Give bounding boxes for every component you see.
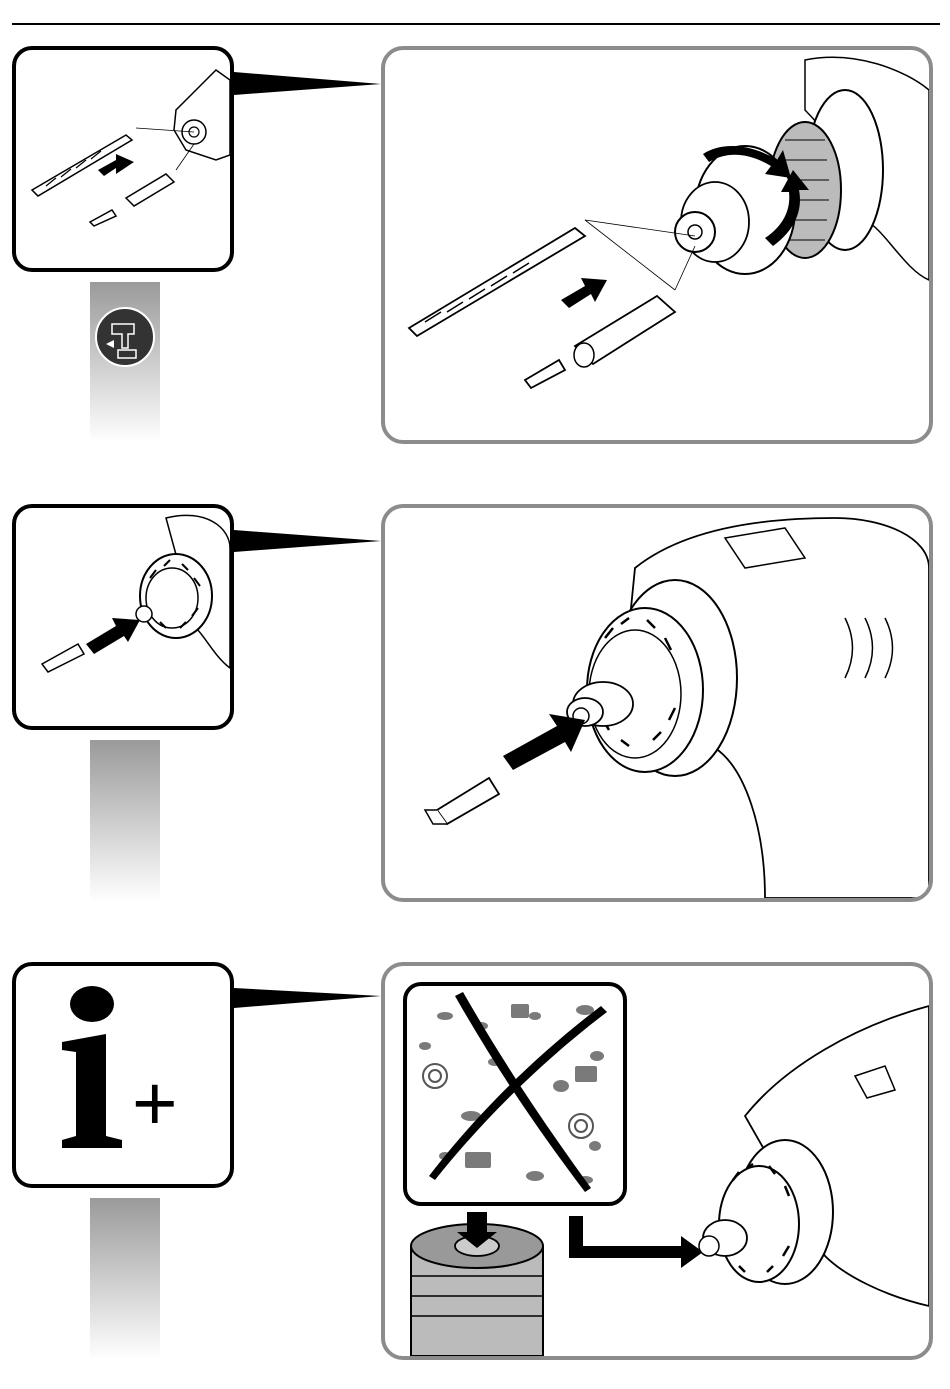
step-1-thumbnail-illustration	[16, 50, 230, 268]
step-3-detail	[381, 962, 933, 1360]
step-3-detail-illustration	[385, 966, 929, 1356]
push-arrow-icon	[86, 618, 140, 654]
step-1-detail	[381, 46, 933, 444]
step-2-detail-illustration	[385, 508, 929, 898]
push-arrow-icon	[561, 278, 607, 308]
step-2-thumbnail-illustration	[16, 508, 230, 726]
bent-arrow-icon	[569, 1216, 703, 1268]
info-plus-symbol	[16, 966, 230, 1184]
drill-battery-remove-icon	[90, 282, 160, 442]
step-1-side-bar	[90, 282, 160, 442]
step-3-side-bar	[90, 1198, 160, 1360]
step-2-side-bar	[90, 740, 160, 902]
step-1-detail-illustration	[385, 50, 929, 440]
step-2-thumbnail	[12, 504, 234, 730]
step-3-thumbnail: i +	[12, 962, 234, 1188]
step-2-detail	[381, 504, 933, 902]
step-1-thumbnail	[12, 46, 234, 272]
info-plus: +	[132, 1064, 178, 1142]
push-arrow-icon	[503, 714, 585, 770]
